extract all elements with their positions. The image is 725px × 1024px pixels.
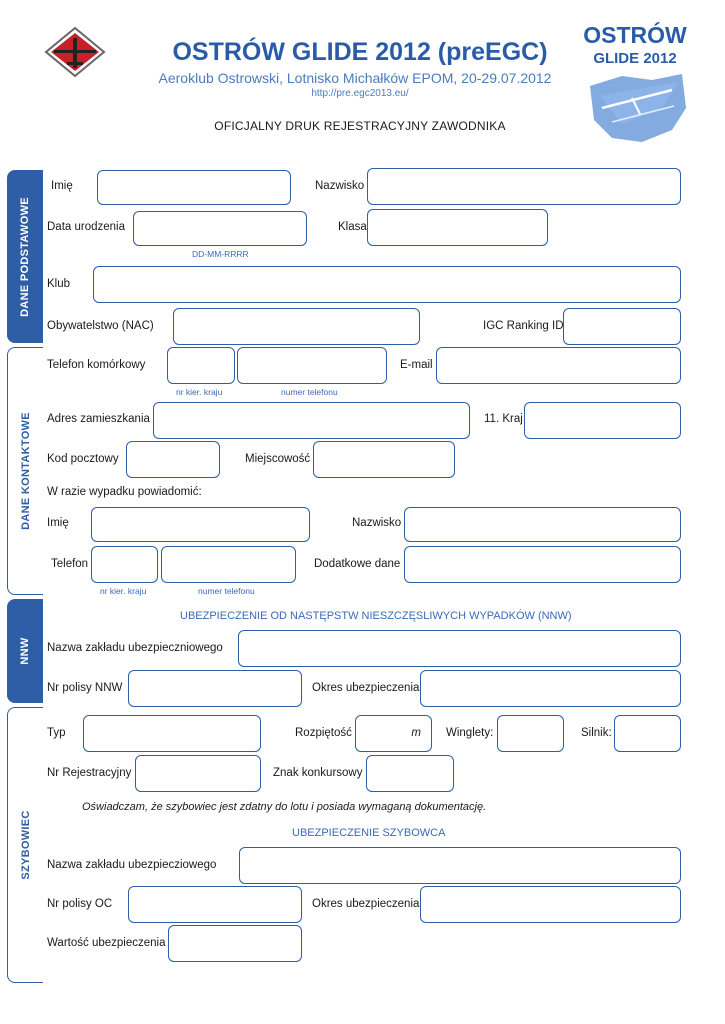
winglets-field[interactable] bbox=[497, 715, 564, 752]
tab-basic-data: DANE PODSTAWOWE bbox=[7, 170, 43, 343]
emergency-first-name-label: Imię bbox=[47, 517, 69, 529]
igc-ranking-field[interactable] bbox=[563, 308, 681, 345]
address-field[interactable] bbox=[153, 402, 470, 439]
nnw-insurer-label: Nazwa zakładu ubezpieczniowego bbox=[47, 642, 223, 654]
first-name-field[interactable] bbox=[97, 170, 291, 205]
citizenship-label: Obywatelstwo (NAC) bbox=[47, 320, 154, 332]
glider-insurance-title: UBEZPIECZENIE SZYBOWCA bbox=[292, 827, 446, 839]
aeroclub-logo bbox=[44, 26, 106, 78]
emergency-phone-number-field[interactable] bbox=[161, 546, 296, 583]
nnw-insurer-field[interactable] bbox=[238, 630, 681, 667]
emergency-phone-label: Telefon bbox=[51, 558, 89, 570]
emergency-last-name-field[interactable] bbox=[404, 507, 681, 542]
city-field[interactable] bbox=[313, 441, 455, 478]
emergency-last-name-label: Nazwisko bbox=[352, 517, 402, 529]
postal-code-label: Kod pocztowy bbox=[47, 453, 119, 465]
city-label: Miejscowość bbox=[245, 453, 311, 465]
first-name-label: Imię bbox=[51, 180, 73, 192]
emergency-extra-field[interactable] bbox=[404, 546, 681, 583]
citizenship-field[interactable] bbox=[173, 308, 420, 345]
oc-policy-field[interactable] bbox=[128, 886, 302, 923]
glider-period-field[interactable] bbox=[420, 886, 681, 923]
tab-nnw: NNW bbox=[7, 599, 43, 703]
last-name-label: Nazwisko bbox=[315, 180, 365, 192]
glider-period-label: Okres ubezpieczenia bbox=[312, 898, 420, 910]
nnw-policy-label: Nr polisy NNW bbox=[47, 682, 123, 694]
glider-insurer-field[interactable] bbox=[239, 847, 681, 884]
country-field[interactable] bbox=[524, 402, 681, 439]
emergency-first-name-field[interactable] bbox=[91, 507, 310, 542]
igc-ranking-label: IGC Ranking ID bbox=[483, 320, 564, 332]
event-logo-subtitle: GLIDE 2012 bbox=[593, 50, 677, 67]
span-unit: m bbox=[411, 727, 421, 739]
mobile-area-code-field[interactable] bbox=[167, 347, 235, 384]
form-title: OFICJALNY DRUK REJESTRACYJNY ZAWODNIKA bbox=[214, 119, 506, 133]
address-label: Adres zamieszkania bbox=[47, 413, 150, 425]
emergency-label: W razie wypadku powiadomić: bbox=[47, 486, 202, 498]
mobile-number-field[interactable] bbox=[237, 347, 387, 384]
contest-id-label: Znak konkursowy bbox=[273, 767, 363, 779]
engine-field[interactable] bbox=[614, 715, 681, 752]
airworthiness-declaration: Oświadczam, że szybowiec jest zdatny do … bbox=[82, 801, 487, 813]
country-label: 11. Kraj bbox=[484, 413, 523, 425]
registration-field[interactable] bbox=[135, 755, 261, 792]
glider-type-label: Typ bbox=[47, 727, 66, 739]
nnw-section-title: UBEZPIECZENIE OD NASTĘPSTW NIESZCZĘSLIWY… bbox=[180, 610, 572, 622]
postal-code-field[interactable] bbox=[126, 441, 220, 478]
event-subtitle: Aeroklub Ostrowski, Lotnisko Michałków E… bbox=[158, 70, 552, 86]
insurance-value-label: Wartość ubezpieczenia bbox=[47, 937, 166, 949]
class-label: Klasa bbox=[338, 221, 367, 233]
glider-insurer-label: Nazwa zakładu ubezpiecziowego bbox=[47, 859, 217, 871]
last-name-field[interactable] bbox=[367, 168, 681, 205]
tab-glider: SZYBOWIEC bbox=[7, 707, 43, 983]
class-field[interactable] bbox=[367, 209, 548, 246]
mobile-label: Telefon komórkowy bbox=[47, 359, 146, 371]
glider-type-field[interactable] bbox=[83, 715, 261, 752]
registration-label: Nr Rejestracyjny bbox=[47, 767, 132, 779]
nnw-period-label: Okres ubezpieczenia bbox=[312, 682, 420, 694]
club-field[interactable] bbox=[93, 266, 681, 303]
birth-date-label: Data urodzenia bbox=[47, 221, 125, 233]
page-title: OSTRÓW GLIDE 2012 (preEGC) bbox=[172, 38, 548, 66]
glider-map-logo bbox=[590, 74, 686, 142]
insurance-value-field[interactable] bbox=[168, 925, 302, 962]
emergency-phone-number-hint: numer telefonu bbox=[198, 586, 255, 596]
nnw-policy-field[interactable] bbox=[128, 670, 302, 707]
span-label: Rozpiętość bbox=[295, 727, 352, 739]
tab-contact-data: DANE KONTAKTOWE bbox=[7, 347, 43, 595]
event-logo-title: OSTRÓW bbox=[583, 22, 687, 48]
nnw-period-field[interactable] bbox=[420, 670, 681, 707]
winglets-label: Winglety: bbox=[446, 727, 494, 739]
email-label: E-mail bbox=[400, 359, 433, 371]
birth-date-field[interactable] bbox=[133, 211, 307, 246]
span-field[interactable]: m bbox=[355, 715, 432, 752]
email-field[interactable] bbox=[436, 347, 681, 384]
phone-number-hint: numer telefonu bbox=[281, 387, 338, 397]
emergency-extra-label: Dodatkowe dane bbox=[314, 558, 401, 570]
contest-id-field[interactable] bbox=[366, 755, 454, 792]
emergency-area-code-hint: nr kier. kraju bbox=[100, 586, 147, 596]
club-label: Klub bbox=[47, 278, 71, 290]
oc-policy-label: Nr polisy OC bbox=[47, 898, 113, 910]
engine-label: Silnik: bbox=[581, 727, 612, 739]
birth-date-format-hint: DD-MM-RRRR bbox=[192, 249, 249, 259]
area-code-hint: nr kier. kraju bbox=[176, 387, 223, 397]
emergency-area-code-field[interactable] bbox=[91, 546, 158, 583]
event-url[interactable]: http://pre.egc2013.eu/ bbox=[311, 88, 409, 99]
